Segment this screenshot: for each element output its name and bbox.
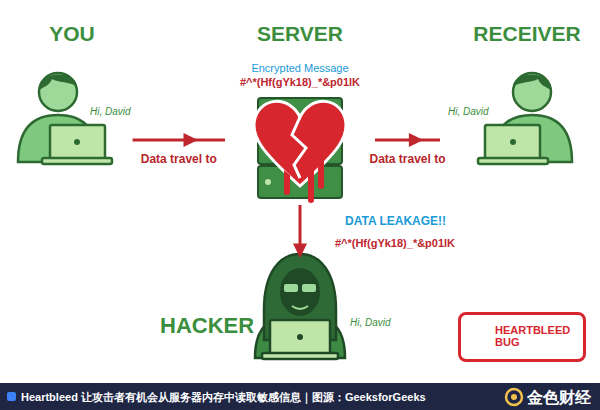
message-text: Hi, David: [448, 106, 489, 117]
caption-bar: [0, 383, 600, 410]
hacker-label: HACKER: [160, 313, 254, 339]
receiver-figure: [478, 73, 572, 164]
hacker-figure: [255, 254, 345, 359]
node-heading: RECEIVER: [473, 22, 580, 46]
edge-label: DATA LEAKAGE!!: [343, 214, 448, 228]
server-node: SERVER Encrypted Message #^*(Hf(gYk18)_*&p…: [225, 18, 375, 205]
sender-node: YOU Hi, David: [12, 18, 133, 170]
data-flow-line: [133, 139, 225, 142]
arrow-head: [183, 133, 197, 147]
arrow-head: [293, 244, 307, 258]
logo-text-label: HEARTBLEED BUG: [495, 325, 575, 348]
edge-label: Data travel to: [367, 152, 447, 166]
message-text: Hi, David: [90, 106, 131, 117]
hacker-node: HACKER Hi, David: [155, 255, 405, 367]
code-label: #^*(Hf(gYk18)_*&p01lK: [240, 76, 360, 88]
data-flow-line: [375, 139, 440, 142]
enc-label: Encrypted Message: [251, 62, 348, 74]
logo-badge-node: HEARTBLEED BUG: [458, 312, 586, 362]
leaked-data: #^*(Hf(gYk18)_*&p01lK: [335, 237, 455, 249]
watermark: 金色财经: [527, 388, 591, 409]
node-heading: SERVER: [257, 22, 343, 46]
edge-label: Data travel to: [139, 152, 219, 166]
arrow-head: [409, 133, 423, 147]
receiver-node: RECEIVER Hi, David: [440, 18, 590, 170]
sender-figure: [18, 73, 112, 164]
bleeding-heart: [254, 101, 346, 203]
caption: Heartbleed 让攻击者有机会从服务器内存中读取敏感信息｜图源：Geeks…: [21, 390, 426, 405]
message-text: Hi, David: [350, 317, 391, 328]
node-heading: YOU: [49, 22, 95, 46]
